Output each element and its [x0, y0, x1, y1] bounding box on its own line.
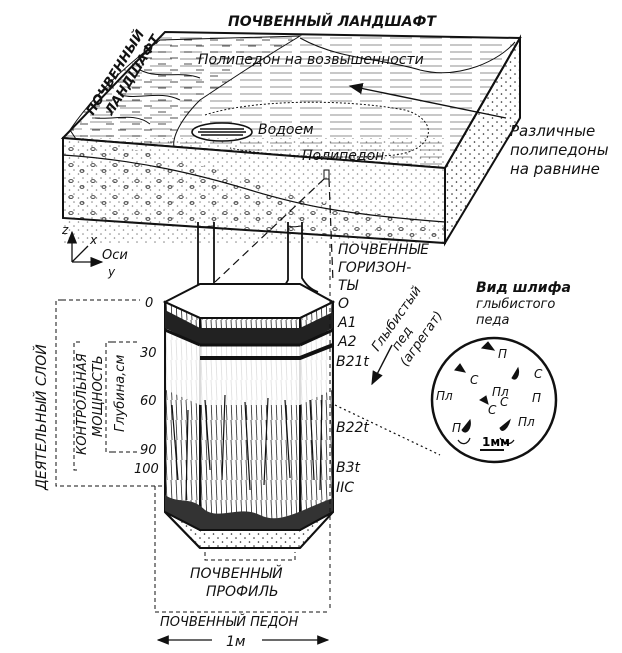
thin-section-circle	[430, 336, 558, 464]
upland-hills	[69, 35, 302, 151]
pedon-width: 1м	[226, 634, 246, 650]
soil-profile-prism	[162, 222, 336, 549]
plain-label-1: Различные	[510, 122, 595, 140]
polypedon-outline	[204, 101, 429, 158]
horizon-b21t: B21t	[336, 354, 369, 370]
upland-polypedon-label: Полипедон на возвышенности	[198, 52, 424, 68]
landscape-side-face	[444, 34, 521, 247]
ts-label-7: С	[500, 395, 509, 409]
landscape-title: ПОЧВЕННЫЙ ЛАНДШАФТ	[228, 13, 437, 30]
depth-tick-90: 90	[140, 443, 157, 458]
thin-section-leader	[334, 404, 441, 456]
horizons-title-3: ТЫ	[338, 278, 359, 294]
horizons-title-1: ПОЧВЕННЫЕ	[338, 242, 429, 258]
horizon-iic: IIC	[336, 480, 354, 496]
polypedon-label: Полипедон	[302, 148, 384, 164]
plain-arrow	[348, 83, 507, 119]
profile-label-2: ПРОФИЛЬ	[206, 584, 279, 600]
axis-z: z	[61, 223, 69, 237]
depth-axis-label: Глубина,см	[113, 355, 128, 432]
pedon-bracket	[154, 486, 330, 613]
horizon-o: O	[338, 296, 349, 312]
thin-section-title-3: педа	[476, 313, 509, 328]
horizon-iic-band	[165, 495, 333, 530]
ts-label-9: П	[452, 421, 461, 435]
control-thickness-1: КОНТРОЛЬНАЯ	[75, 353, 90, 455]
horizon-a2: A2	[337, 334, 357, 350]
ts-label-5: Пл	[492, 385, 509, 399]
ts-label-4: Пл	[436, 389, 453, 403]
horizons-title-2: ГОРИЗОН-	[338, 260, 411, 276]
ts-label-1: П	[498, 347, 507, 361]
ts-label-8: П	[532, 391, 541, 405]
landscape-block	[60, 30, 522, 247]
pedon-marker	[323, 169, 330, 180]
thin-section-title-1: Вид шлифа	[476, 280, 571, 296]
axes-indicator	[66, 230, 104, 268]
axes-label: Оси	[102, 248, 128, 263]
depth-tick-100: 100	[134, 462, 159, 477]
profile-bracket	[204, 552, 296, 561]
axis-y: y	[107, 265, 116, 279]
ts-label-2: С	[470, 373, 479, 387]
ped-arrow	[371, 344, 393, 386]
active-layer-bracket	[55, 299, 165, 487]
depth-tick-30: 30	[140, 346, 157, 361]
upland-ridge	[299, 37, 516, 74]
horizon-a1: A1	[337, 315, 356, 331]
ts-label-6: С	[488, 403, 497, 417]
ts-label-10: Пл	[518, 415, 535, 429]
ts-label-3: С	[534, 367, 543, 381]
pond-label: Водоем	[258, 122, 314, 138]
plain-label-3: на равнине	[510, 160, 600, 178]
control-bracket	[73, 341, 80, 471]
depth-bracket	[105, 341, 112, 453]
depth-tick-0: 0	[145, 296, 153, 311]
axis-x: x	[89, 233, 98, 247]
thin-section-title-2: глыбистого	[476, 297, 555, 312]
active-layer-label: ДЕЯТЕЛЬНЫЙ СЛОЙ	[32, 344, 50, 491]
horizon-b3t: B3t	[336, 460, 361, 476]
horizon-a1-band	[165, 310, 333, 345]
control-thickness-2: МОЩНОСТЬ	[91, 355, 106, 437]
horizon-b22t: B22t	[336, 420, 369, 436]
thin-section-scale: 1мм	[482, 435, 510, 449]
pedon-label: ПОЧВЕННЫЙ ПЕДОН	[160, 614, 298, 630]
depth-tick-60: 60	[140, 394, 157, 409]
profile-label-1: ПОЧВЕННЫЙ	[190, 564, 283, 582]
plain-label-2: полипедоны	[510, 141, 609, 159]
